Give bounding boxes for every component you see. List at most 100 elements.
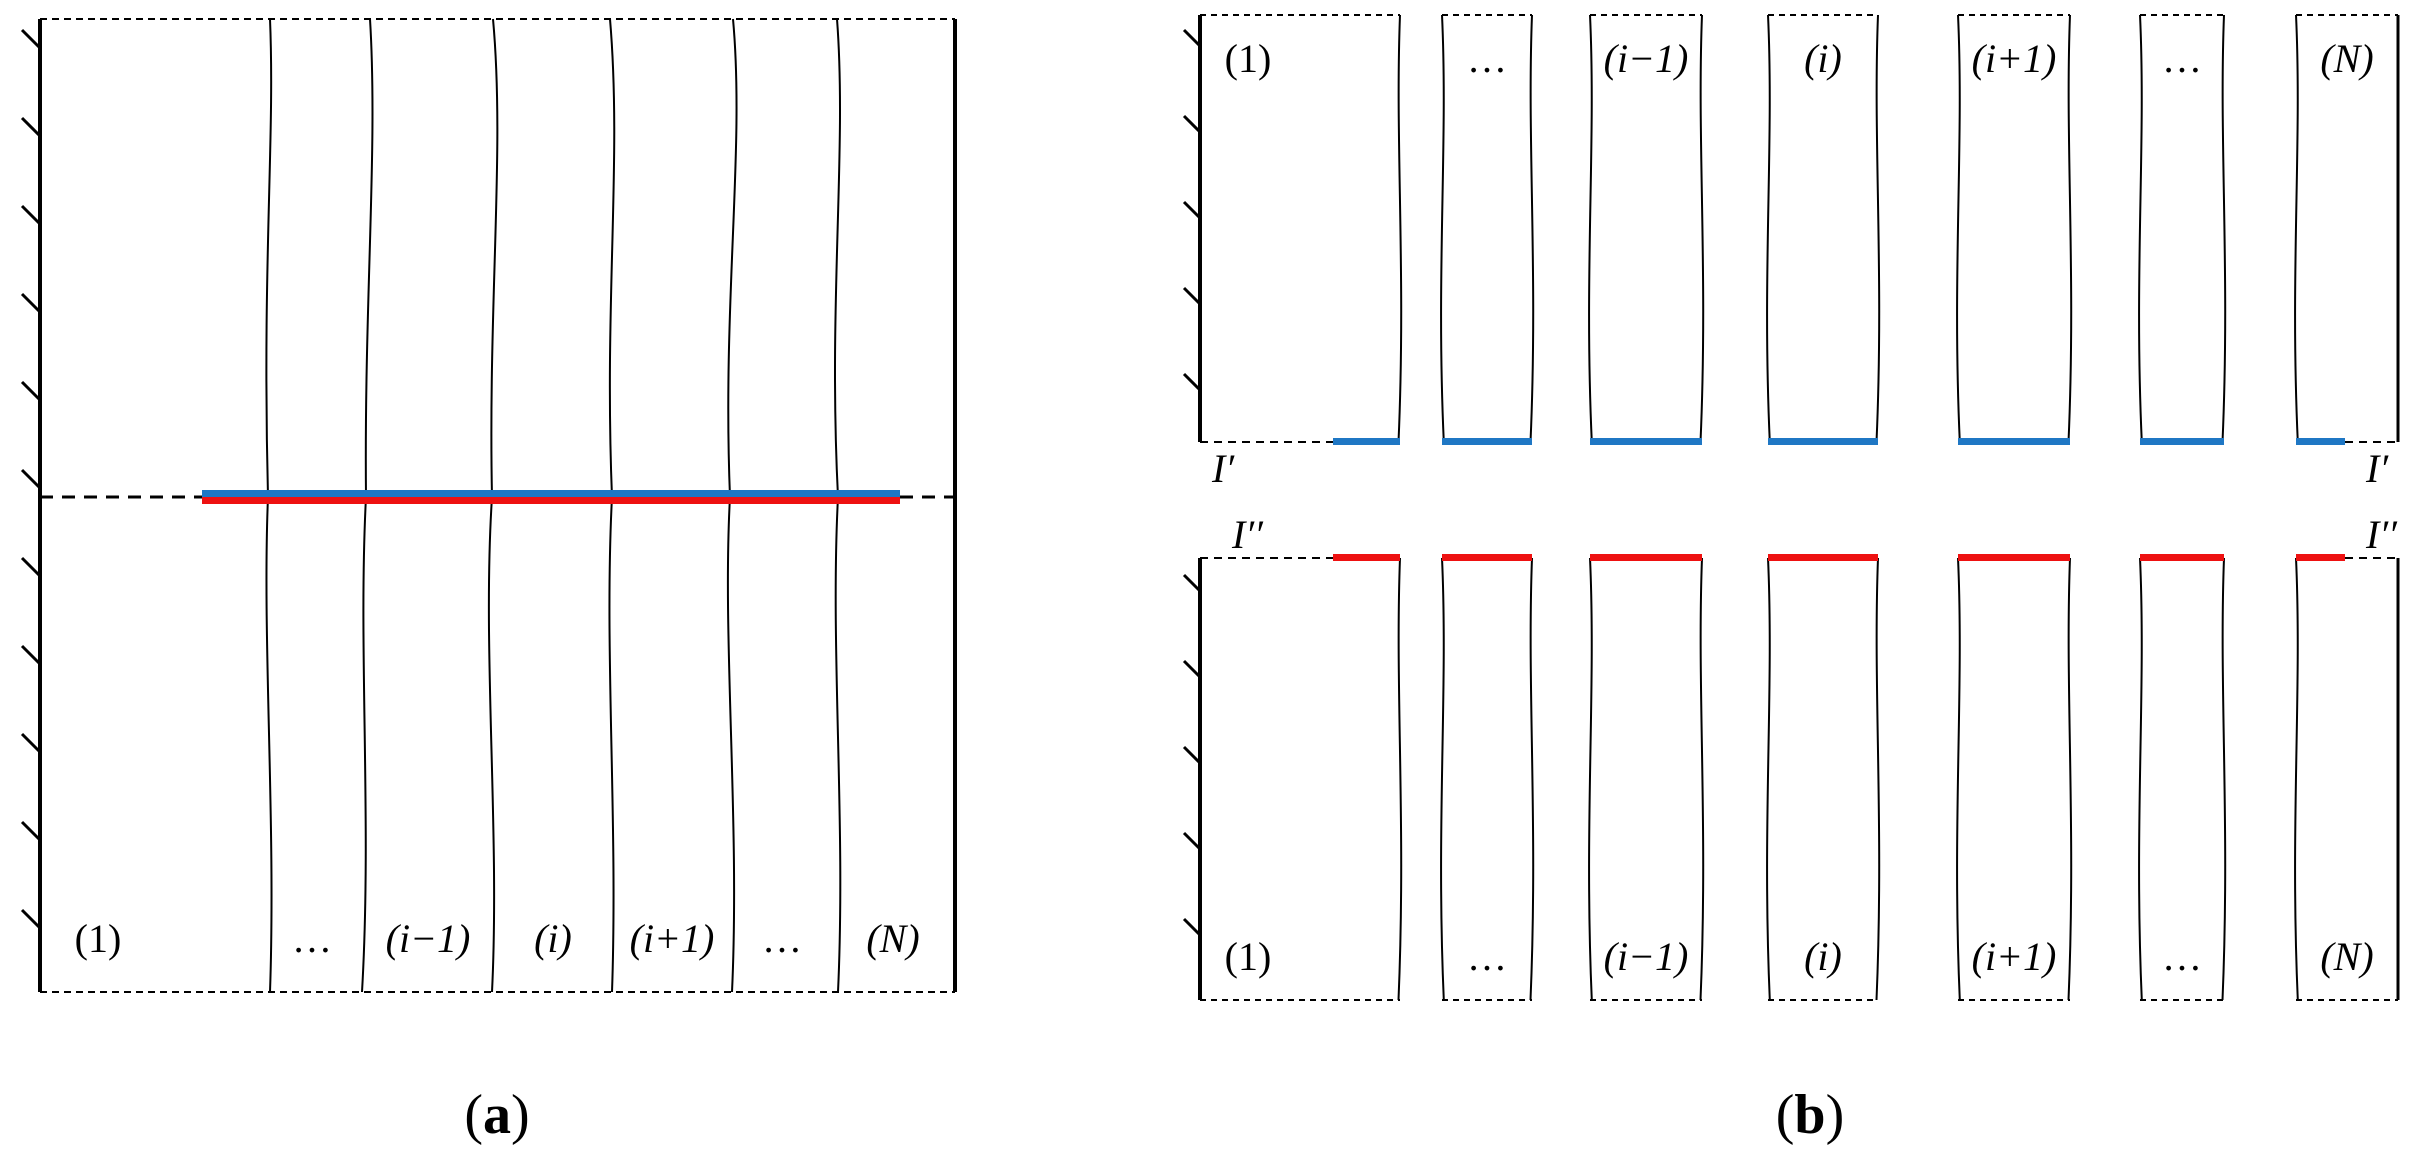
block-crack-face [1875,557,1881,1001]
hatch-mark [20,204,42,226]
region-label: … [2162,934,2202,979]
hatch-mark [20,116,42,138]
hatch-mark [1182,573,1202,593]
crack-line [833,18,842,993]
block-crack-face [1956,557,1961,1001]
hatch-mark [1182,745,1202,765]
block-crack-face [1440,14,1445,443]
block-crack-face [1875,14,1881,443]
hatch-mark [20,292,42,314]
upper-interface-bar [1442,438,1532,445]
region-label: (N) [2320,934,2373,979]
block-crack-face [1588,14,1593,443]
hatch-mark [20,380,42,402]
region-label: (N) [866,916,919,961]
panel-a-upper-interface-bar [202,490,900,497]
block-crack-face [2138,14,2143,443]
hatch-mark [1182,831,1202,851]
lower-interface-bar [2296,554,2345,561]
region-label: (1) [1225,36,1272,81]
hatch-mark [1182,372,1202,392]
panel-b-hatching [1182,28,1202,937]
hatch-mark [20,468,42,490]
block-crack-face [2067,557,2073,1001]
block-crack-face [2294,557,2299,1001]
crack-line [726,18,738,993]
hatch-mark [1182,286,1202,306]
upper-interface-bar [2296,438,2345,445]
region-label: (1) [1225,934,1272,979]
region-label: (N) [2320,36,2373,81]
panel-b: (1) … (i−1) (i) (i+1) … (N) (1) … (i−1) (i) (i+1) …… [1182,14,2400,1146]
hatch-mark [1182,114,1202,134]
block-crack-face [2138,557,2143,1001]
region-label: (i) [534,916,572,961]
interface-label-bottom-right: I′′ [2365,512,2398,557]
block-crack-face [1440,557,1445,1001]
region-label: (i+1) [1972,36,2057,81]
block-crack-face [1529,14,1535,443]
region-label: (i−1) [1604,36,1689,81]
lower-interface-bar [1958,554,2070,561]
block-crack-face [1766,557,1771,1001]
upper-interface-bar [1333,438,1400,445]
block-crack-face [1699,14,1705,443]
upper-interface-bar [1958,438,2070,445]
hatch-mark [1182,28,1202,48]
interface-label-bottom-left: I′′ [1231,512,1264,557]
block-crack-face [1956,14,1961,443]
crack-line [265,18,273,993]
upper-interface-bar [2140,438,2224,445]
panel-b-top-blocks: (1) … (i−1) (i) (i+1) … (N) [1200,14,2398,445]
crack-line [487,18,499,993]
region-label: (i) [1804,36,1842,81]
block-crack-face [1766,14,1771,443]
block-crack-face [1397,14,1403,443]
block-crack-face [1699,557,1705,1001]
block-crack-face [2221,557,2227,1001]
lower-interface-bar [1768,554,1878,561]
region-label: (i) [1804,934,1842,979]
block-crack-face [1529,557,1535,1001]
lower-interface-bar [1590,554,1702,561]
region-label: (i+1) [1972,934,2057,979]
panel-b-bottom-blocks: (1) … (i−1) (i) (i+1) … (N) [1200,554,2398,1001]
region-label: … [1467,36,1507,81]
interface-label-top-left: I′ [1211,446,1235,491]
region-label: (i+1) [630,916,715,961]
panel-a-crack-lines [265,18,842,993]
hatch-mark [20,556,42,578]
interface-label-top-right: I′ [2365,446,2389,491]
block-crack-face [1588,557,1593,1001]
block-crack-face [1397,557,1403,1001]
hatch-mark [1182,200,1202,220]
block-crack-face [2294,14,2299,443]
region-label: … [292,916,332,961]
hatch-mark [20,820,42,842]
crack-line [361,18,374,993]
hatch-mark [20,732,42,754]
upper-interface-bar [1768,438,1878,445]
upper-interface-bar [1590,438,1702,445]
crack-line [608,18,616,993]
region-label: (1) [75,916,122,961]
block-crack-face [2067,14,2073,443]
region-label: (i−1) [1604,934,1689,979]
panel-a-lower-interface-bar [202,497,900,504]
hatch-mark [20,644,42,666]
hatch-mark [1182,659,1202,679]
panel-a-caption: (a) [464,1084,529,1146]
panel-a-region-labels: (1) … (i−1) (i) (i+1) … (N) [75,916,920,961]
region-label: … [2162,36,2202,81]
region-label: … [1467,934,1507,979]
panel-a-hatching [20,28,42,930]
block-crack-face [2221,14,2227,443]
lower-interface-bar [1333,554,1400,561]
lower-interface-bar [2140,554,2224,561]
panel-a: (1) … (i−1) (i) (i+1) … (N) (a) [20,18,957,1146]
hatch-mark [1182,917,1202,937]
lower-interface-bar [1442,554,1532,561]
region-label: (i−1) [386,916,471,961]
hatch-mark [20,908,42,930]
